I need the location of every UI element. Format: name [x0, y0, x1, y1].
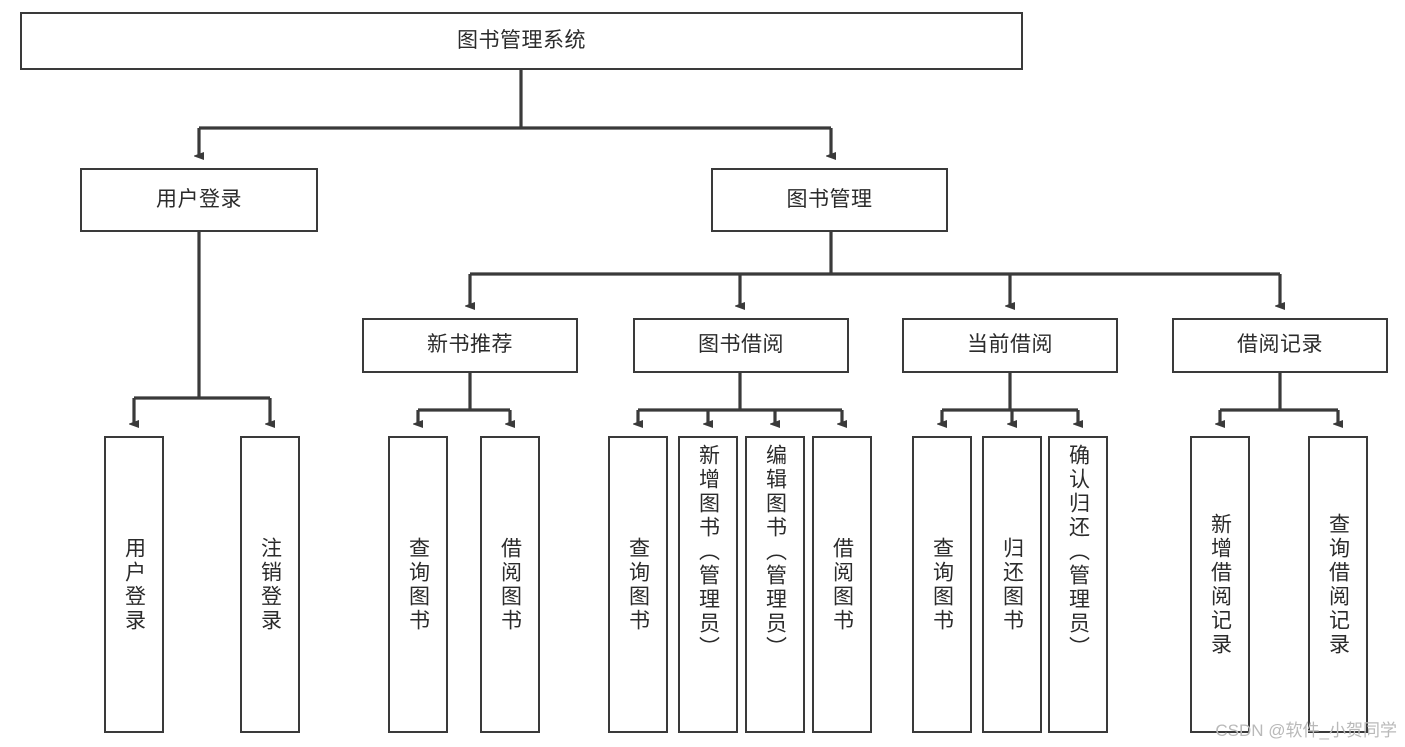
node-leaf-user-logout[interactable]: 注销登录 — [240, 436, 300, 733]
node-leaf-user-logout-label: 注销登录 — [258, 536, 282, 633]
node-leaf-nb-borrow-book[interactable]: 借阅图书 — [480, 436, 540, 733]
node-leaf-re-add-record-label: 新增借阅记录 — [1208, 512, 1232, 657]
node-leaf-bo-borrow-book-label: 借阅图书 — [830, 536, 854, 633]
node-book-borrow-label: 图书借阅 — [698, 333, 784, 357]
node-leaf-bo-edit-book-label: 编辑图书（管理员） — [763, 444, 787, 660]
node-leaf-re-add-record[interactable]: 新增借阅记录 — [1190, 436, 1250, 733]
node-leaf-user-login-label: 用户登录 — [122, 536, 146, 633]
node-book-borrow[interactable]: 图书借阅 — [633, 318, 849, 373]
node-root-label: 图书管理系统 — [457, 28, 586, 52]
node-leaf-cu-confirm-return-label: 确认归还（管理员） — [1066, 444, 1090, 660]
node-user-login[interactable]: 用户登录 — [80, 168, 318, 232]
node-new-book-recommend-label: 新书推荐 — [427, 333, 513, 357]
node-book-management-label: 图书管理 — [786, 187, 873, 211]
node-user-login-label: 用户登录 — [156, 187, 242, 211]
node-leaf-bo-borrow-book[interactable]: 借阅图书 — [812, 436, 872, 733]
node-leaf-cu-confirm-return[interactable]: 确认归还（管理员） — [1048, 436, 1108, 733]
node-current-borrow-label: 当前借阅 — [967, 333, 1053, 357]
node-leaf-cu-query-book[interactable]: 查询图书 — [912, 436, 972, 733]
node-leaf-nb-borrow-book-label: 借阅图书 — [498, 536, 522, 633]
node-borrow-record[interactable]: 借阅记录 — [1172, 318, 1388, 373]
node-leaf-cu-return-book-label: 归还图书 — [1000, 536, 1024, 633]
node-root[interactable]: 图书管理系统 — [20, 12, 1023, 70]
node-leaf-bo-add-book-label: 新增图书（管理员） — [696, 444, 720, 660]
node-leaf-bo-edit-book[interactable]: 编辑图书（管理员） — [745, 436, 805, 733]
node-borrow-record-label: 借阅记录 — [1237, 333, 1323, 357]
node-leaf-nb-query-book-label: 查询图书 — [406, 536, 430, 633]
node-new-book-recommend[interactable]: 新书推荐 — [362, 318, 578, 373]
node-leaf-nb-query-book[interactable]: 查询图书 — [388, 436, 448, 733]
node-leaf-bo-add-book[interactable]: 新增图书（管理员） — [678, 436, 738, 733]
node-leaf-re-query-record[interactable]: 查询借阅记录 — [1308, 436, 1368, 733]
node-leaf-cu-query-book-label: 查询图书 — [930, 536, 954, 633]
node-book-management[interactable]: 图书管理 — [711, 168, 948, 232]
node-current-borrow[interactable]: 当前借阅 — [902, 318, 1118, 373]
node-leaf-re-query-record-label: 查询借阅记录 — [1326, 512, 1350, 657]
node-leaf-bo-query-book-label: 查询图书 — [626, 536, 650, 633]
node-leaf-bo-query-book[interactable]: 查询图书 — [608, 436, 668, 733]
node-leaf-cu-return-book[interactable]: 归还图书 — [982, 436, 1042, 733]
node-leaf-user-login[interactable]: 用户登录 — [104, 436, 164, 733]
watermark: CSDN @软件_小贺同学 — [1215, 721, 1397, 740]
